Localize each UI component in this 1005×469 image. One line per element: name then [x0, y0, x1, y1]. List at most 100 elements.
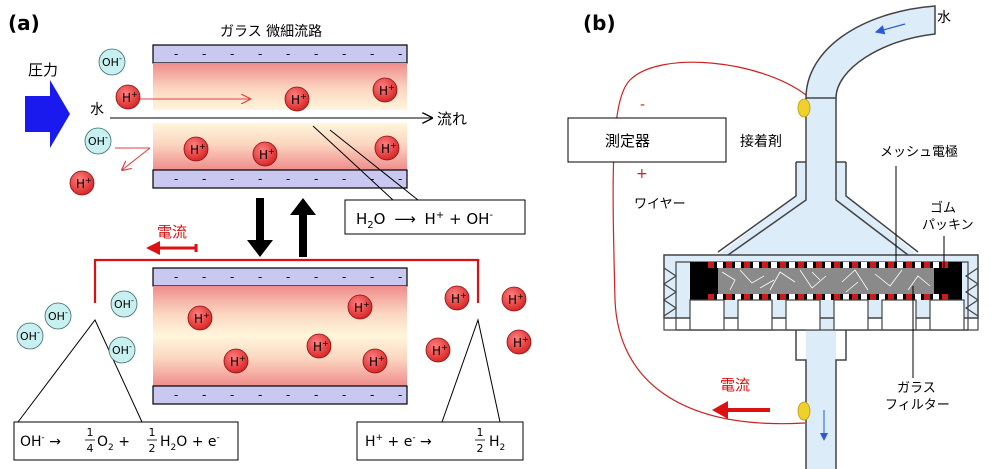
current-arrow-b-icon [712, 401, 728, 419]
wall-charge-sign: - [314, 270, 318, 284]
svg-text:H+: H+ [291, 92, 307, 107]
equation-left: OH- → 1 4 O2 + 1 2 H2O + e- [20, 426, 220, 455]
wall-charge-sign: - [202, 388, 206, 402]
thread-right [964, 267, 980, 317]
wall-charge-sign: - [174, 388, 178, 402]
upper-channel: --------- --------- [152, 44, 408, 189]
down-arrow-icon [247, 198, 273, 257]
wall-charge-sign: - [230, 388, 234, 402]
svg-text:OH-: OH- [48, 308, 68, 323]
wall-charge-sign: - [174, 47, 178, 61]
h-ion-icon: H+ [425, 337, 451, 363]
filter-label-2: フィルター [885, 398, 950, 413]
gasket-label-2: パッキン [922, 218, 974, 233]
h-ion-icon: H+ [223, 348, 249, 374]
h-ion-icon: H+ [284, 86, 310, 112]
panel-a-label: (a) [8, 11, 40, 35]
svg-text:H+: H+ [259, 147, 275, 162]
svg-text:OH-: OH- [20, 328, 40, 343]
svg-text:2: 2 [477, 442, 484, 455]
svg-text:H+: H+ [194, 311, 210, 326]
water-in-arrow-icon [874, 23, 906, 35]
current-arrow-icon [146, 241, 160, 255]
channel-title: ガラス 微細流路 [220, 24, 322, 40]
wall-charge-sign: - [342, 47, 346, 61]
wall-charge-sign: - [258, 47, 262, 61]
svg-text:1: 1 [87, 426, 94, 439]
water-label: 水 [90, 102, 104, 118]
mesh-label: メッシュ電極 [880, 144, 958, 160]
equation-box-left [13, 421, 239, 461]
wall-charge-sign: - [258, 172, 262, 186]
svg-text:H+: H+ [76, 176, 92, 191]
wall-charge-sign: - [286, 270, 290, 284]
meter-box [567, 117, 727, 163]
svg-text:H+: H+ [381, 141, 397, 156]
svg-text:OH- →: OH- → [20, 433, 61, 450]
up-arrow-icon [290, 198, 316, 257]
h-ion-icon: H+ [347, 294, 373, 320]
upper-bottom-wall [152, 169, 408, 189]
svg-text:OH-: OH- [114, 296, 134, 311]
wall-charge-sign: - [174, 270, 178, 284]
svg-text:H+: H+ [451, 291, 467, 306]
h-ion-icon: H+ [506, 329, 532, 355]
wall-charge-sign: - [370, 47, 374, 61]
svg-text:H+: H+ [122, 90, 138, 105]
wall-charge-sign: - [342, 172, 346, 186]
svg-text:H+: H+ [230, 354, 246, 369]
wall-signs: --------- [174, 388, 402, 402]
svg-text:2: 2 [149, 442, 156, 455]
thread-left [662, 267, 678, 317]
flow-label: 流れ [437, 110, 467, 128]
svg-text:O2 +: O2 + [97, 434, 130, 453]
wall-charge-sign: - [230, 172, 234, 186]
panel-b-label: (b) [583, 11, 616, 35]
h-ion-icon: H+ [115, 84, 141, 110]
oh-ion-icon: OH- [16, 322, 44, 350]
svg-text:H2O + e-: H2O + e- [160, 433, 220, 453]
wall-charge-sign: - [398, 270, 402, 284]
h-ion-icon: H+ [306, 333, 332, 359]
svg-text:4: 4 [87, 442, 94, 455]
meter-minus: - [640, 97, 645, 113]
svg-text:H+: H+ [354, 300, 370, 315]
wall-charge-sign: - [314, 172, 318, 186]
oh-ion-icon: OH- [110, 290, 138, 318]
svg-text:H+: H+ [369, 354, 385, 369]
h-ion-icon: H+ [372, 77, 398, 103]
right-electrode-callout [441, 318, 501, 423]
equation-right: H+ + e- → 1 2 H2 [365, 426, 505, 455]
oh-ion-icon: OH- [98, 48, 126, 76]
pressure-label: 圧力 [28, 61, 58, 79]
svg-text:H+ + e- →: H+ + e- → [365, 433, 432, 450]
current-label-b: 電流 [720, 376, 750, 394]
wall-charge-sign: - [258, 270, 262, 284]
svg-text:OH-: OH- [88, 133, 108, 148]
wall-charge-sign: - [202, 172, 206, 186]
gasket-label-1: ゴム [930, 200, 956, 216]
left-electrode-callout [17, 319, 143, 423]
svg-text:OH-: OH- [112, 342, 132, 357]
svg-text:H+: H+ [513, 335, 529, 350]
wall-charge-sign: - [202, 47, 206, 61]
wall-charge-sign: - [286, 388, 290, 402]
mesh-electrode-top [708, 262, 948, 268]
svg-text:1: 1 [477, 426, 484, 439]
upper-funnel-inner [727, 162, 909, 256]
support-blocks [689, 299, 965, 331]
svg-text:1: 1 [149, 426, 156, 439]
upper-funnel [717, 161, 919, 253]
callout-pointer [329, 129, 419, 201]
wall-charge-sign: - [370, 172, 374, 186]
svg-text:OH-: OH- [102, 54, 122, 69]
glass-filter [718, 268, 934, 294]
meter-plus: + [636, 166, 648, 182]
wall-signs: --------- [174, 172, 402, 186]
water-label-b: 水 [937, 10, 951, 26]
current-wire [93, 258, 480, 303]
wall-charge-sign: - [174, 172, 178, 186]
upper-top-gradient [153, 63, 407, 110]
meter-label: 測定器 [605, 132, 650, 150]
equation-mid: H2O ⟶ H+ + OH- [356, 210, 493, 231]
